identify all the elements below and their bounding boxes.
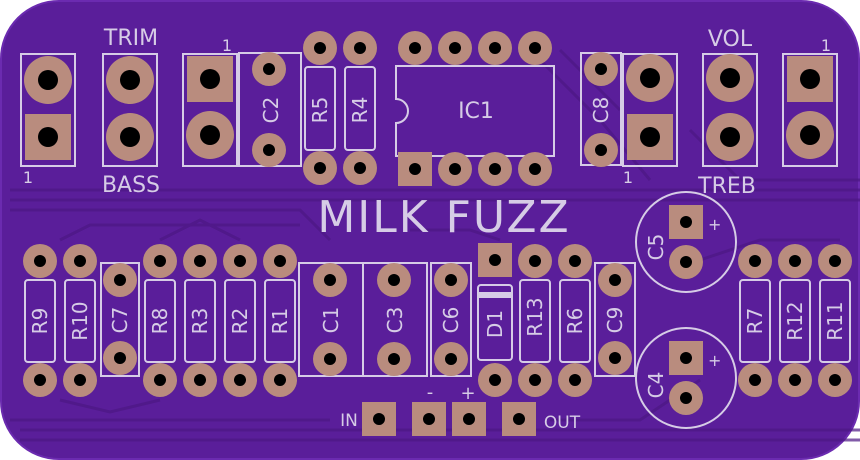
c6-label: C6 (439, 307, 463, 334)
trim-label: TRIM (103, 26, 158, 51)
r6-label: R6 (563, 308, 587, 335)
r7-label: R7 (743, 308, 767, 335)
capacitor-c7: C7 (100, 262, 140, 377)
r10-label: R10 (68, 301, 92, 340)
r11-label: R11 (823, 301, 847, 340)
pin1-marker-trim: 1 (222, 36, 232, 55)
resistor-r1: R1 (263, 244, 297, 397)
r9-label: R9 (28, 308, 52, 335)
c8-label: C8 (589, 97, 613, 124)
resistor-r6: R6 (558, 244, 592, 397)
resistor-r9: R9 (23, 244, 57, 397)
r8-label: R8 (148, 308, 172, 335)
board-title: MILK FUZZ (317, 192, 570, 243)
c5-plus-marker: + (708, 215, 721, 234)
bass-label: BASS (102, 173, 160, 198)
in-label: IN (340, 411, 358, 431)
d1-label: D1 (483, 310, 507, 338)
minus-label: - (427, 382, 434, 403)
r13-label: R13 (523, 297, 547, 336)
pin1-marker-bass: 1 (23, 168, 33, 187)
c4-plus-marker: + (708, 351, 721, 370)
resistor-r7: R7 (738, 244, 772, 397)
resistor-r12: R12 (778, 244, 812, 397)
c1-label: C1 (319, 307, 343, 334)
r3-label: R3 (188, 308, 212, 335)
r4-label: R4 (348, 97, 372, 124)
resistor-r5: R5 (303, 31, 337, 185)
out-label: OUT (544, 413, 581, 433)
capacitor-c2: C2 (238, 52, 302, 167)
c2-label: C2 (259, 97, 283, 124)
c9-label: C9 (603, 307, 627, 334)
capacitor-c3: C3 (362, 262, 428, 377)
r5-label: R5 (308, 97, 332, 124)
capacitor-c5: + C5 (635, 191, 737, 293)
c7-label: C7 (108, 307, 132, 334)
io-pads (362, 402, 536, 436)
ic1-label: IC1 (458, 99, 494, 124)
treb-label: TREB (697, 174, 756, 199)
plus-label: + (460, 383, 475, 404)
ic-ic1: IC1 (395, 31, 555, 186)
resistor-r13: R13 (518, 244, 552, 397)
resistor-r4: R4 (343, 31, 377, 185)
capacitor-c6: C6 (430, 262, 472, 377)
vol-treb-pot-pads (622, 53, 838, 167)
trim-pot-pads (20, 53, 238, 167)
vol-label: VOL (708, 27, 753, 52)
resistor-r3: R3 (183, 244, 217, 397)
resistor-r11: R11 (818, 244, 852, 397)
resistor-r2: R2 (223, 244, 257, 397)
c3-label: C3 (383, 307, 407, 334)
capacitor-c9: C9 (594, 262, 636, 377)
capacitor-c4: + C4 (635, 327, 737, 429)
c4-label: C4 (644, 372, 668, 399)
r12-label: R12 (783, 301, 807, 340)
r2-label: R2 (228, 308, 252, 335)
pin1-marker-treb: 1 (821, 36, 831, 55)
resistor-r8: R8 (143, 244, 177, 397)
d1-cathode-band (479, 292, 511, 298)
c5-label: C5 (644, 234, 668, 261)
pin1-marker-vol: 1 (623, 168, 633, 187)
resistor-r10: R10 (63, 244, 97, 397)
capacitor-c8: C8 (580, 52, 622, 167)
diode-d1: D1 (477, 243, 513, 397)
r1-label: R1 (268, 308, 292, 335)
